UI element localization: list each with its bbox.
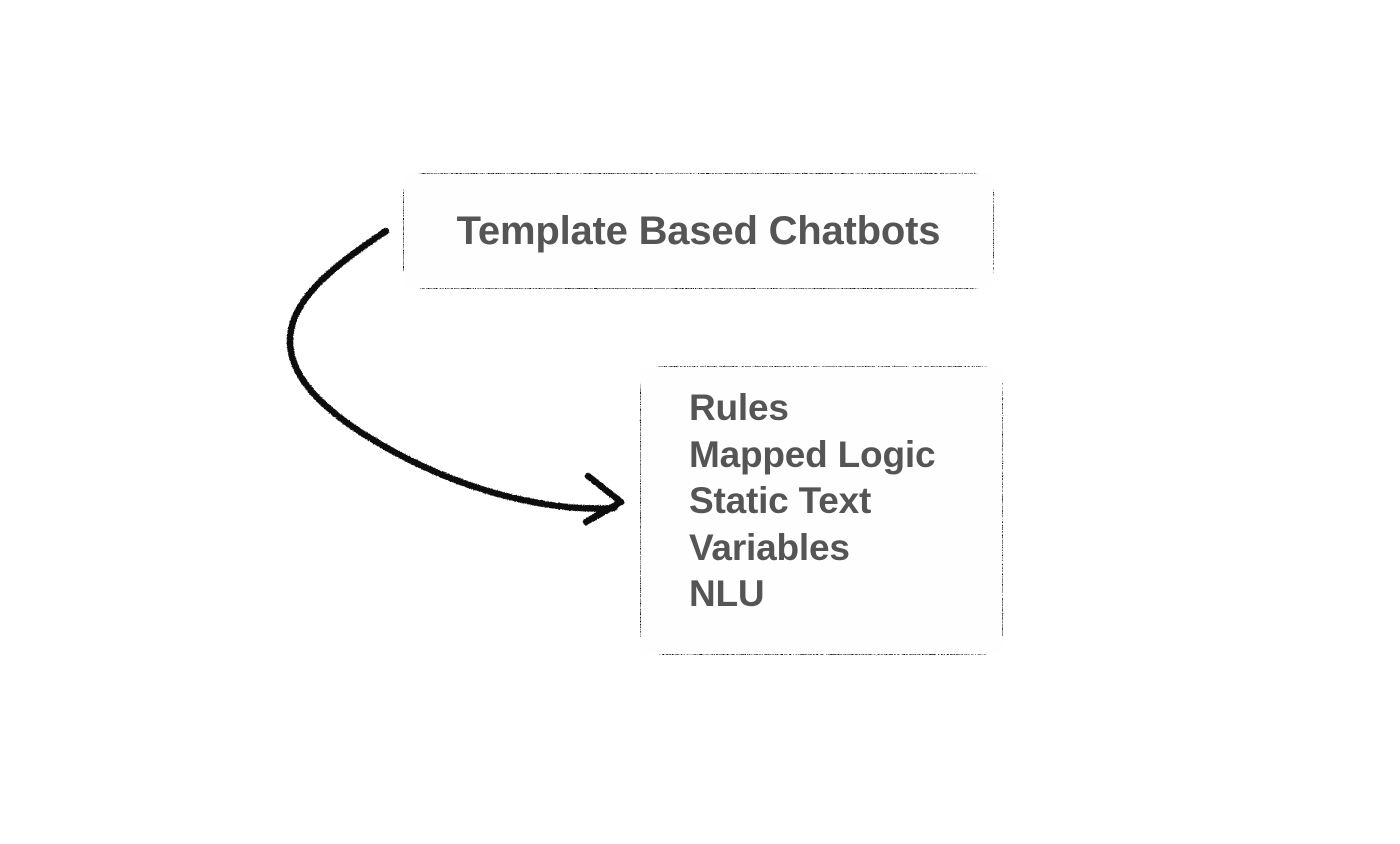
list-item: Mapped Logic: [689, 433, 936, 475]
list-item: Static Text: [689, 480, 872, 521]
node-features[interactable]: Rules Mapped Logic Static Text Variables…: [641, 367, 1002, 654]
node-template-based-chatbots[interactable]: Template Based Chatbots: [404, 174, 993, 288]
list-item: Rules: [689, 387, 789, 428]
node-title-label: Template Based Chatbots: [456, 209, 941, 253]
list-item: NLU: [689, 573, 765, 614]
feature-list: Rules Mapped Logic Static Text Variables…: [689, 385, 936, 618]
list-item: Variables: [689, 526, 850, 568]
